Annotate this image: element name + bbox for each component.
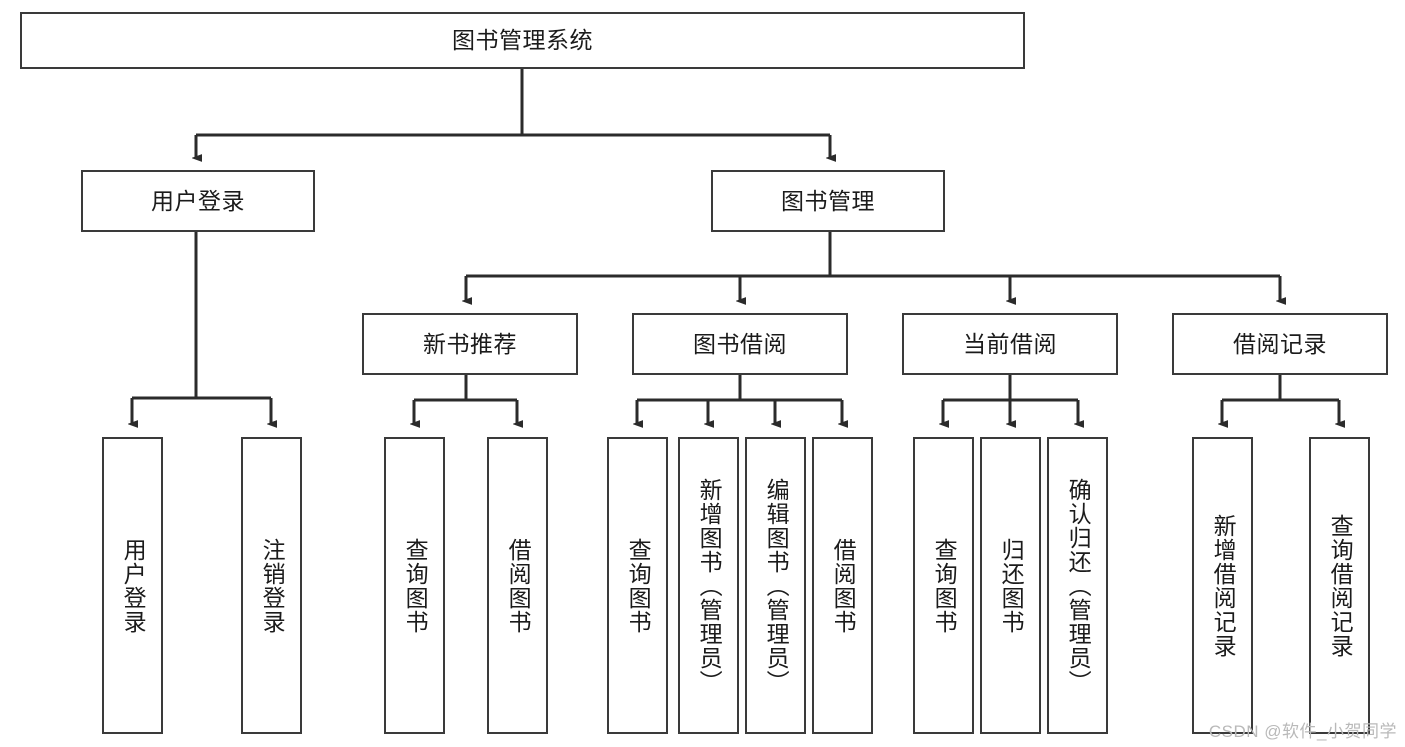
node-user-login[interactable]: 用户登录	[81, 170, 315, 232]
node-label: 新书推荐	[423, 330, 517, 357]
node-label: 查询图书	[402, 537, 429, 634]
node-label: 图书借阅	[693, 330, 787, 357]
node-book-management[interactable]: 图书管理	[711, 170, 945, 232]
leaf-logout[interactable]: 注销登录	[241, 437, 302, 734]
node-label: 借阅记录	[1233, 330, 1327, 357]
leaf-confirm-return-admin[interactable]: 确认归还（管理员）	[1047, 437, 1108, 734]
node-new-book-recommend[interactable]: 新书推荐	[362, 313, 578, 375]
leaf-return-book[interactable]: 归还图书	[980, 437, 1041, 734]
node-label: 确认归还（管理员）	[1065, 477, 1092, 694]
leaf-query-book-borrow[interactable]: 查询图书	[607, 437, 668, 734]
node-label: 查询借阅记录	[1327, 513, 1354, 658]
node-label: 借阅图书	[830, 537, 857, 634]
node-label: 新增图书（管理员）	[696, 477, 723, 694]
node-label: 用户登录	[120, 537, 147, 634]
node-label: 图书管理	[781, 187, 875, 214]
node-borrow-record[interactable]: 借阅记录	[1172, 313, 1388, 375]
leaf-borrow-book-new[interactable]: 借阅图书	[487, 437, 548, 734]
leaf-add-book-admin[interactable]: 新增图书（管理员）	[678, 437, 739, 734]
node-label: 新增借阅记录	[1210, 513, 1237, 658]
node-label: 当前借阅	[963, 330, 1057, 357]
node-label: 编辑图书（管理员）	[763, 477, 790, 694]
node-book-borrow[interactable]: 图书借阅	[632, 313, 848, 375]
node-label: 图书管理系统	[452, 27, 593, 54]
leaf-user-login[interactable]: 用户登录	[102, 437, 163, 734]
node-label: 注销登录	[259, 537, 286, 634]
node-label: 借阅图书	[505, 537, 532, 634]
node-label: 查询图书	[625, 537, 652, 634]
node-root-system[interactable]: 图书管理系统	[20, 12, 1025, 69]
csdn-watermark: CSDN @软件_小贺同学	[1208, 722, 1397, 741]
leaf-edit-book-admin[interactable]: 编辑图书（管理员）	[745, 437, 806, 734]
node-current-borrow[interactable]: 当前借阅	[902, 313, 1118, 375]
leaf-borrow-book[interactable]: 借阅图书	[812, 437, 873, 734]
leaf-add-borrow-record[interactable]: 新增借阅记录	[1192, 437, 1253, 734]
leaf-query-book-new[interactable]: 查询图书	[384, 437, 445, 734]
node-label: 用户登录	[151, 187, 245, 214]
node-label: 归还图书	[998, 537, 1025, 634]
leaf-query-borrow-record[interactable]: 查询借阅记录	[1309, 437, 1370, 734]
leaf-query-book-current[interactable]: 查询图书	[913, 437, 974, 734]
node-label: 查询图书	[931, 537, 958, 634]
